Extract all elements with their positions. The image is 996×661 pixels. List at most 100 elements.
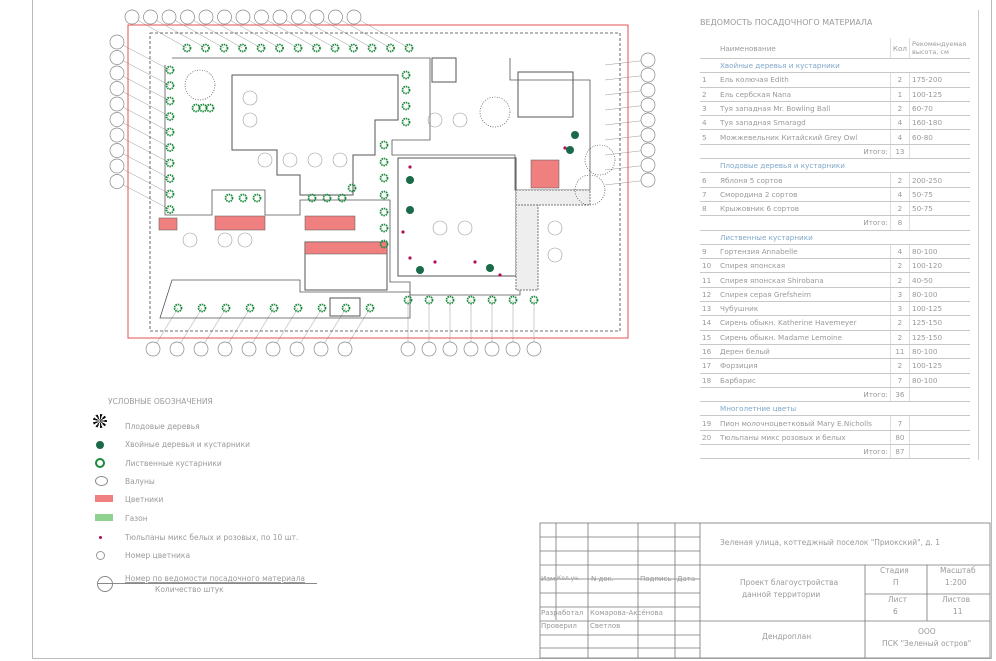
shrub-mark [165,143,175,152]
org-line-1: ООО [918,627,936,636]
row-number: 11 [700,272,718,288]
plant-qty: 2 [889,272,910,288]
callout-leader [298,16,354,49]
shrub-mark [379,140,389,150]
boulder-mark [257,152,273,168]
plant-qty: 7 [889,415,910,431]
shrub-mark [165,205,175,214]
shrub-mark [386,43,395,53]
callout-circle [421,341,437,357]
col-date: Дата [677,575,696,583]
section-title: Многолетние цветы [718,401,970,417]
shrub-mark [307,193,317,203]
row-number: 2 [700,87,718,102]
callout-circle [143,9,158,25]
callout-leader [205,16,262,49]
boulder-mark [332,152,348,168]
shrub-mark [404,43,414,53]
shrub-mark [201,43,210,53]
plant-height: 60-80 [909,129,970,145]
tulip-mark [433,260,437,264]
shrub-mark [275,43,284,53]
callout-circle [309,9,325,25]
callout-circle [124,9,140,25]
stage-label: Стадия [880,566,909,575]
shrub-mark [165,96,175,106]
callout-circle [265,341,281,357]
plant-qty: 2 [889,172,910,188]
shrub-mark [529,295,539,305]
plant-name: Ель сербская Nana [718,87,891,102]
callout-leader [224,16,280,49]
row-number: 14 [700,315,718,331]
spec-section-row: Многолетние цветы [700,401,970,417]
total-label: Итого: [718,444,891,460]
tulip-mark [563,146,567,150]
callout-leader [116,88,171,117]
callout-circle [640,82,656,98]
shrub-mark [312,43,321,53]
callout-leader [116,165,171,195]
callout-leader [116,134,171,164]
callout-circle [313,341,329,357]
callout-circle [640,67,656,83]
plant-name: Туя западная Mr. Bowling Ball [718,101,891,117]
total-qty: 8 [889,215,910,231]
callout-circle [640,127,656,143]
plant-name: Спирея серая Grefsheim [718,287,891,303]
legend-label: Валуны [125,477,155,486]
total-label: Итого: [718,144,891,160]
callout-circle [109,174,125,189]
boulder-mark [307,152,323,168]
shrub-mark [349,43,358,53]
boulder-mark [452,112,468,128]
plant-height [909,415,970,431]
scale-label: Масштаб [940,566,976,575]
legend-label: Газон [125,514,148,523]
shrub-mark [165,174,175,183]
stage-value: П [893,578,899,587]
tulip-mark [473,260,477,264]
callout-icon [97,576,113,592]
shrub-mark [337,193,347,203]
row-number: 9 [700,244,718,260]
plant-group [165,43,616,313]
callout-leader [116,41,171,71]
shrub-mark [293,303,303,313]
sheet-label: Лист [888,595,908,604]
callout-circle [217,341,233,357]
plant-qty: 2 [889,330,910,345]
callout-leader [316,16,373,49]
callout-leader [344,307,371,350]
row-number: 20 [700,430,718,446]
plant-qty: 2 [889,315,910,331]
callout-circle [109,127,125,143]
callout-circle [337,341,353,357]
shrub-mark [379,190,389,200]
flowerbed [304,215,356,231]
callout-circle [484,341,500,357]
lawn-swatch [95,514,113,521]
callout-line [97,583,317,584]
conifer-mark [566,146,574,154]
row-number: 13 [700,301,718,317]
plant-qty: 2 [889,72,910,88]
shrub-mark [293,43,303,53]
section-title: Хвойные деревья и кустарники [718,58,970,74]
developed-name: Комарова-Аксёнова [590,609,663,617]
legend-title: УСЛОВНЫЕ ОБОЗНАЧЕНИЯ [108,397,213,406]
shrub-mark [221,303,231,313]
plant-height: 125-150 [909,315,970,331]
row-number: 5 [700,129,718,145]
plant-height: 100-125 [909,358,970,374]
flowerbed [304,241,388,255]
checked-name: Светлов [590,622,621,630]
